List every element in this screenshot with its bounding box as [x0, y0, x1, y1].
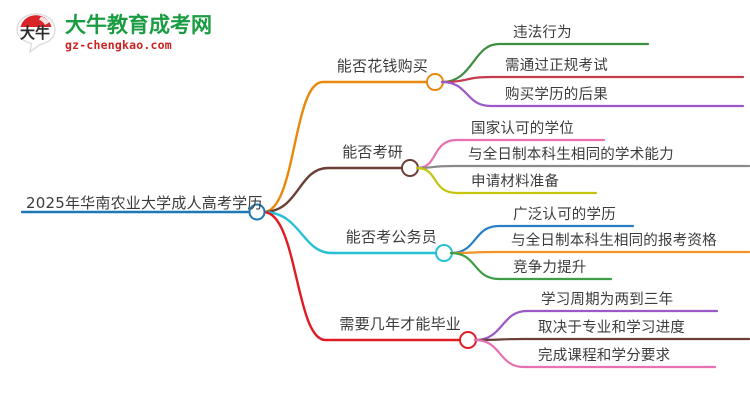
leaf-label-4-2[interactable]: 取决于专业和学习进度	[538, 320, 685, 336]
logo-url: gz-chengkao.com	[65, 37, 172, 52]
leaf-label-3-3[interactable]: 竞争力提升	[513, 260, 587, 276]
leaf-label-4-3[interactable]: 完成课程和学分要求	[538, 348, 671, 364]
leaf-label-2-3[interactable]: 申请材料准备	[471, 174, 560, 190]
branch-label-4[interactable]: 需要几年才能毕业	[339, 315, 461, 333]
root-node-label[interactable]: 2025年华南农业大学成人高考学历	[26, 194, 263, 212]
branch-label-3[interactable]: 能否考公务员	[345, 228, 437, 246]
leaf-label-3-2[interactable]: 与全日制本科生相同的报考资格	[511, 233, 717, 249]
leaf-label-2-1[interactable]: 国家认可的学位	[471, 121, 574, 137]
logo-mark-icon: 大牛	[14, 12, 58, 54]
branch-label-2[interactable]: 能否考研	[342, 143, 403, 161]
leaf-label-1-2[interactable]: 需通过正规考试	[505, 58, 608, 74]
svg-text:大牛: 大牛	[20, 24, 50, 42]
leaf-label-1-1[interactable]: 违法行为	[513, 25, 572, 41]
leaf-label-1-3[interactable]: 购买学历的后果	[505, 87, 608, 103]
site-logo[interactable]: 大牛 大牛教育成考网 gz-chengkao.com	[14, 8, 212, 58]
leaf-label-3-1[interactable]: 广泛认可的学历	[513, 207, 616, 223]
leaf-label-4-1[interactable]: 学习周期为两到三年	[541, 292, 674, 308]
branch-label-1[interactable]: 能否花钱购买	[336, 57, 428, 75]
logo-name: 大牛教育成考网	[65, 12, 212, 37]
leaf-label-2-2[interactable]: 与全日制本科生相同的学术能力	[468, 147, 674, 163]
